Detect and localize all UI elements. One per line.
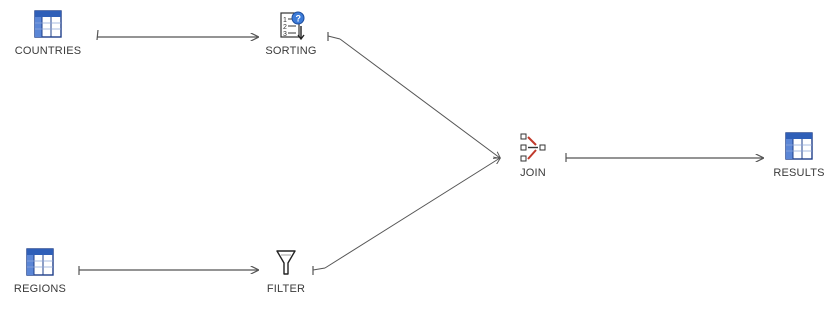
svg-text:?: ?	[296, 14, 302, 24]
node-join[interactable]: JOIN	[503, 130, 563, 179]
filter-icon	[276, 250, 296, 275]
node-label-sorting: SORTING	[265, 45, 317, 57]
edge-countries-sorting[interactable]	[96, 29, 99, 41]
node-label-results: RESULTS	[773, 167, 825, 179]
join-icon	[520, 133, 546, 162]
svg-text:1: 1	[283, 17, 287, 24]
svg-text:3: 3	[283, 31, 287, 38]
table-icon	[26, 248, 54, 276]
edge-sorting-join-a[interactable]	[327, 35, 341, 40]
node-countries[interactable]: COUNTRIES	[9, 8, 87, 57]
node-label-join: JOIN	[520, 167, 546, 179]
node-regions[interactable]: REGIONS	[5, 246, 75, 295]
table-icon	[34, 10, 62, 38]
edge-sorting-join[interactable]	[339, 38, 500, 158]
edge-filter-join-a[interactable]	[312, 267, 326, 271]
sort-icon: 1 2 3 ?	[280, 11, 305, 41]
table-icon	[785, 132, 813, 160]
node-label-filter: FILTER	[266, 283, 306, 295]
node-filter[interactable]: FILTER	[256, 246, 316, 295]
node-label-regions: REGIONS	[13, 283, 67, 295]
node-label-countries: COUNTRIES	[14, 45, 82, 57]
edge-filter-join[interactable]	[324, 158, 500, 269]
node-sorting[interactable]: 1 2 3 ? SORTING	[256, 8, 326, 57]
node-results[interactable]: RESULTS	[764, 130, 834, 179]
svg-text:2: 2	[283, 24, 287, 31]
